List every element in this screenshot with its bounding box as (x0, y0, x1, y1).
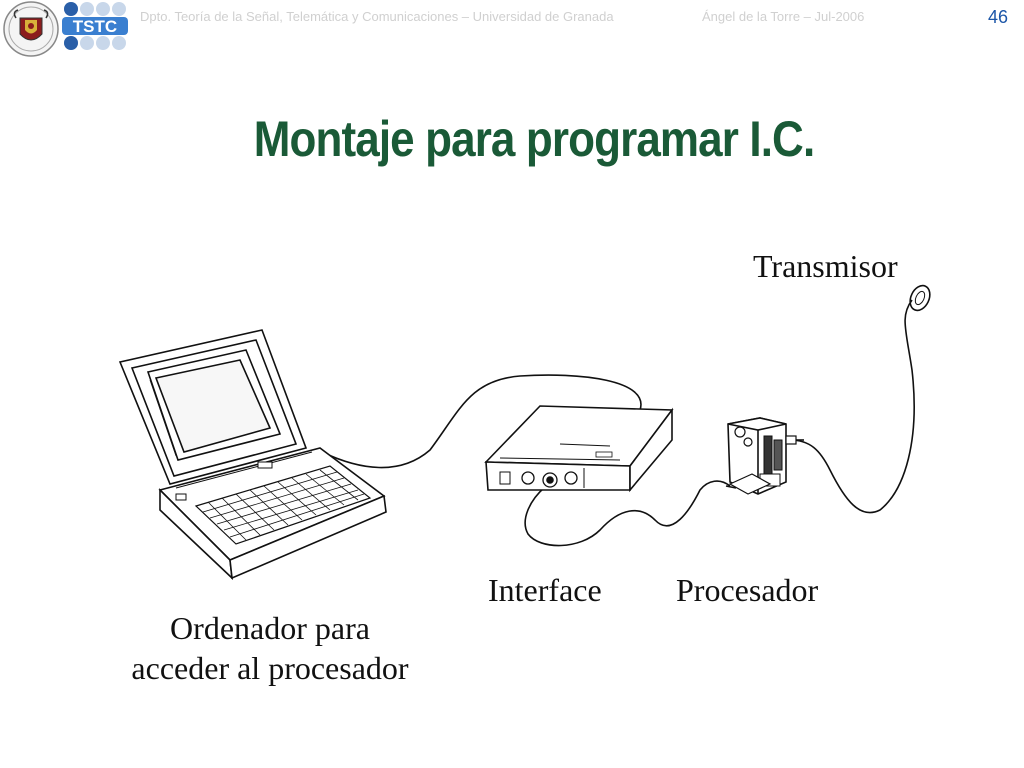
computer-label: Ordenador para acceder al procesador (100, 608, 440, 688)
header-author-date: Ángel de la Torre – Jul-2006 (702, 9, 865, 24)
interface-box (484, 405, 674, 493)
tstc-logo: TSTC (62, 0, 128, 59)
university-crest-icon (2, 0, 60, 63)
slide-title: Montaje para programar I.C. (253, 111, 815, 167)
cable-interface-processor (524, 480, 731, 547)
computer-label-line1: Ordenador para (170, 610, 370, 646)
transmitter-label: Transmisor (753, 248, 898, 284)
interface-label: Interface (488, 572, 602, 608)
transmitter-coil (909, 284, 931, 312)
processor-label: Procesador (676, 572, 819, 608)
page-number: 46 (987, 7, 1008, 27)
header-department: Dpto. Teoría de la Señal, Telemática y C… (140, 9, 614, 24)
processor-unit (725, 417, 804, 495)
laptop-computer (118, 329, 387, 581)
tstc-logo-text: TSTC (73, 17, 117, 36)
cable-processor-transmitter (789, 299, 915, 514)
computer-label-line2: acceder al procesador (131, 650, 409, 686)
